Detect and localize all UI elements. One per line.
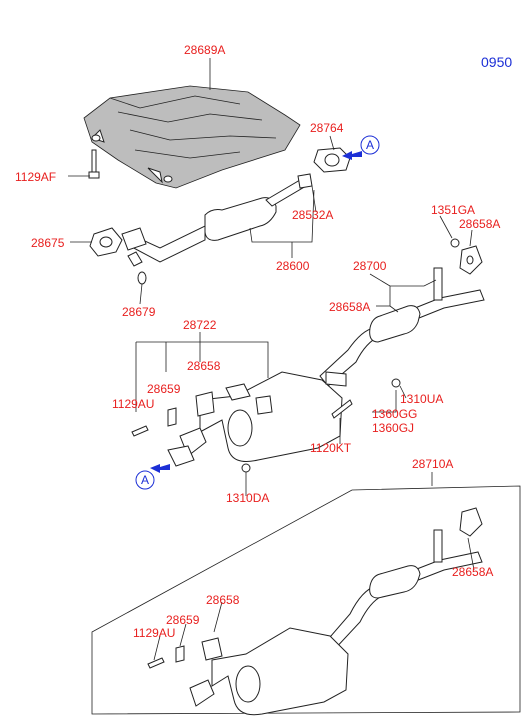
label-bolt-1129au-inset: 1129AU [133, 626, 175, 640]
nut-1310ua [391, 378, 401, 388]
label-nut-1310ua: 1310UA [400, 392, 443, 406]
diagram-code: 0950 [481, 54, 512, 70]
connector-a-top [360, 135, 380, 155]
label-gasket-28764: 28764 [310, 121, 344, 135]
bolt-1120kt [331, 399, 353, 419]
bolt-1129af [88, 149, 100, 179]
assy-28710a-muffler [147, 627, 349, 716]
label-clamp-1351ga: 1351GA [431, 203, 475, 217]
arrow-to-a-bottom [150, 464, 170, 473]
label-hanger-28658a-mid: 28658A [329, 300, 370, 314]
label-bracket-28658-inset: 28658 [206, 593, 240, 607]
connector-a-bottom [135, 470, 155, 490]
label-assy-28710a: 28710A [412, 457, 453, 471]
label-pin-28659-inset: 28659 [166, 613, 200, 627]
labels: 0950 28689A 1129AF 28764 A 28532A 28675 … [15, 43, 512, 640]
bolt-1129au [131, 425, 149, 437]
gasket-28764 [313, 147, 351, 173]
label-hanger-28658a-top: 28658A [459, 217, 500, 231]
nut-1310da [241, 463, 251, 473]
label-connector-a-bottom: A [141, 473, 149, 487]
label-nut-1310da: 1310DA [226, 491, 269, 505]
label-center-pipe-28600: 28600 [276, 259, 310, 273]
label-bolt-1129af: 1129AF [15, 170, 56, 184]
label-stud-1360gj: 1360GJ [372, 421, 414, 435]
arrow-to-a-top [342, 151, 362, 160]
hanger-28658a-top [459, 245, 483, 275]
label-tail-pipe-28700: 28700 [353, 259, 387, 273]
label-nut-28679: 28679 [122, 305, 156, 319]
label-gasket-28675: 28675 [31, 236, 65, 250]
label-muffler-28722: 28722 [183, 318, 217, 332]
label-bolt-1129au: 1129AU [112, 397, 154, 411]
leader-lines [68, 58, 475, 661]
label-hanger-28532a: 28532A [292, 208, 333, 222]
bracket-28658 [195, 391, 215, 417]
label-heat-protector: 28689A [184, 43, 225, 57]
muffler-28722 [179, 371, 347, 462]
label-bolt-1120kt: 1120KT [310, 441, 352, 455]
heat-protector [83, 85, 301, 189]
gasket-28675 [89, 227, 123, 257]
label-pin-28659: 28659 [147, 382, 181, 396]
label-stud-1360gg: 1360GG [372, 407, 417, 421]
center-pipe-28600 [121, 173, 313, 285]
label-connector-a-top: A [366, 138, 374, 152]
inset-box [91, 485, 521, 715]
label-hanger-28658a-inset: 28658A [452, 565, 493, 579]
label-bracket-28658: 28658 [187, 359, 221, 373]
assy-28710a-tail [323, 507, 483, 653]
gasket-a-bottom [167, 445, 195, 467]
pin-28659 [167, 407, 177, 427]
clamp-1351ga [450, 238, 460, 248]
